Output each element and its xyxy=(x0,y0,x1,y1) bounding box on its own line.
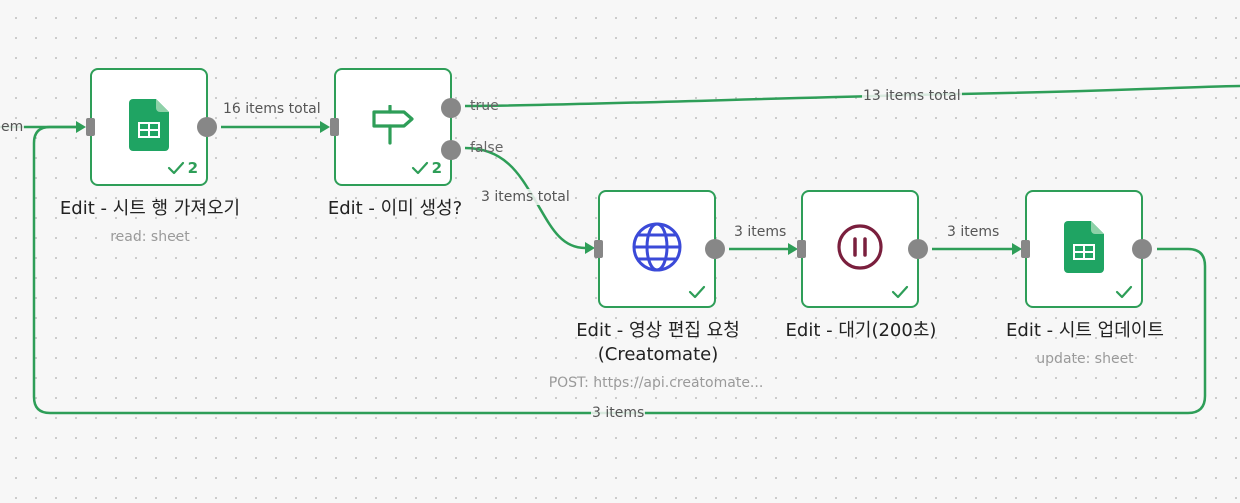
success-status: 2 xyxy=(167,159,198,177)
node-title-update-sheet: Edit - 시트 업데이트 xyxy=(1006,320,1164,341)
node-title-line2: (Creatomate) xyxy=(597,344,719,365)
node-title-if-already-created: Edit - 이미 생성? xyxy=(327,198,463,219)
output-handle[interactable] xyxy=(705,239,725,259)
node-title-wait: Edit - 대기(200초) xyxy=(785,320,937,341)
google-sheets-icon xyxy=(1064,221,1104,277)
node-get-rows[interactable]: 2 xyxy=(86,68,217,186)
edge-label-false-branch: 3 items total xyxy=(480,189,571,205)
node-title-get-rows: Edit - 시트 행 가져오기 xyxy=(59,198,241,219)
run-count: 2 xyxy=(431,159,442,177)
pause-icon xyxy=(836,223,884,275)
node-if-already-created[interactable]: 2 xyxy=(330,68,461,186)
node-wait[interactable] xyxy=(797,190,928,308)
output-label-true: true xyxy=(470,98,499,114)
edge-label-incoming: em xyxy=(0,119,25,135)
success-status xyxy=(891,285,909,299)
edge-label-loop-back: 3 items xyxy=(591,405,646,421)
input-handle[interactable] xyxy=(330,118,339,136)
node-update-sheet[interactable] xyxy=(1021,190,1152,308)
check-icon xyxy=(411,161,428,175)
input-handle[interactable] xyxy=(594,240,603,258)
node-subtitle-video-edit-request: POST: https://api.creatomate... xyxy=(548,375,764,391)
edge-label-true-branch: 13 items total xyxy=(862,88,962,104)
input-handle[interactable] xyxy=(797,240,806,258)
node-video-edit-request[interactable] xyxy=(594,190,725,308)
output-handle-false[interactable] xyxy=(441,140,461,160)
check-icon xyxy=(891,285,909,299)
arrow-into-get-rows xyxy=(76,121,86,133)
arrow-into-wait xyxy=(788,243,798,255)
arrow-into-if xyxy=(320,121,330,133)
run-count: 2 xyxy=(187,159,198,177)
node-title-video-edit-request: Edit - 영상 편집 요청 (Creatomate) xyxy=(538,319,778,367)
node-title-line1: Edit - 영상 편집 요청 xyxy=(576,320,740,341)
edge-label-rows-to-if: 16 items total xyxy=(222,101,322,117)
output-handle-true[interactable] xyxy=(441,98,461,118)
output-handle[interactable] xyxy=(1132,239,1152,259)
edge-label-req-to-wait: 3 items xyxy=(733,224,788,240)
globe-icon xyxy=(631,221,683,277)
success-status xyxy=(688,285,706,299)
arrow-into-video-req xyxy=(585,242,595,254)
input-handle[interactable] xyxy=(1021,240,1030,258)
input-handle[interactable] xyxy=(86,118,95,136)
check-icon xyxy=(688,285,706,299)
output-handle[interactable] xyxy=(908,239,928,259)
google-sheets-icon xyxy=(129,99,169,155)
node-subtitle-get-rows: read: sheet xyxy=(110,229,190,245)
output-label-false: false xyxy=(470,140,504,156)
success-status xyxy=(1115,285,1133,299)
check-icon xyxy=(1115,285,1133,299)
output-handle[interactable] xyxy=(197,117,217,137)
node-subtitle-update-sheet: update: sheet xyxy=(1036,351,1134,367)
check-icon xyxy=(167,161,184,175)
edge-label-wait-to-update: 3 items xyxy=(946,224,1001,240)
edge-true-branch xyxy=(464,84,1240,108)
signpost-icon xyxy=(368,104,418,149)
success-status: 2 xyxy=(411,159,442,177)
arrow-into-update xyxy=(1012,243,1022,255)
